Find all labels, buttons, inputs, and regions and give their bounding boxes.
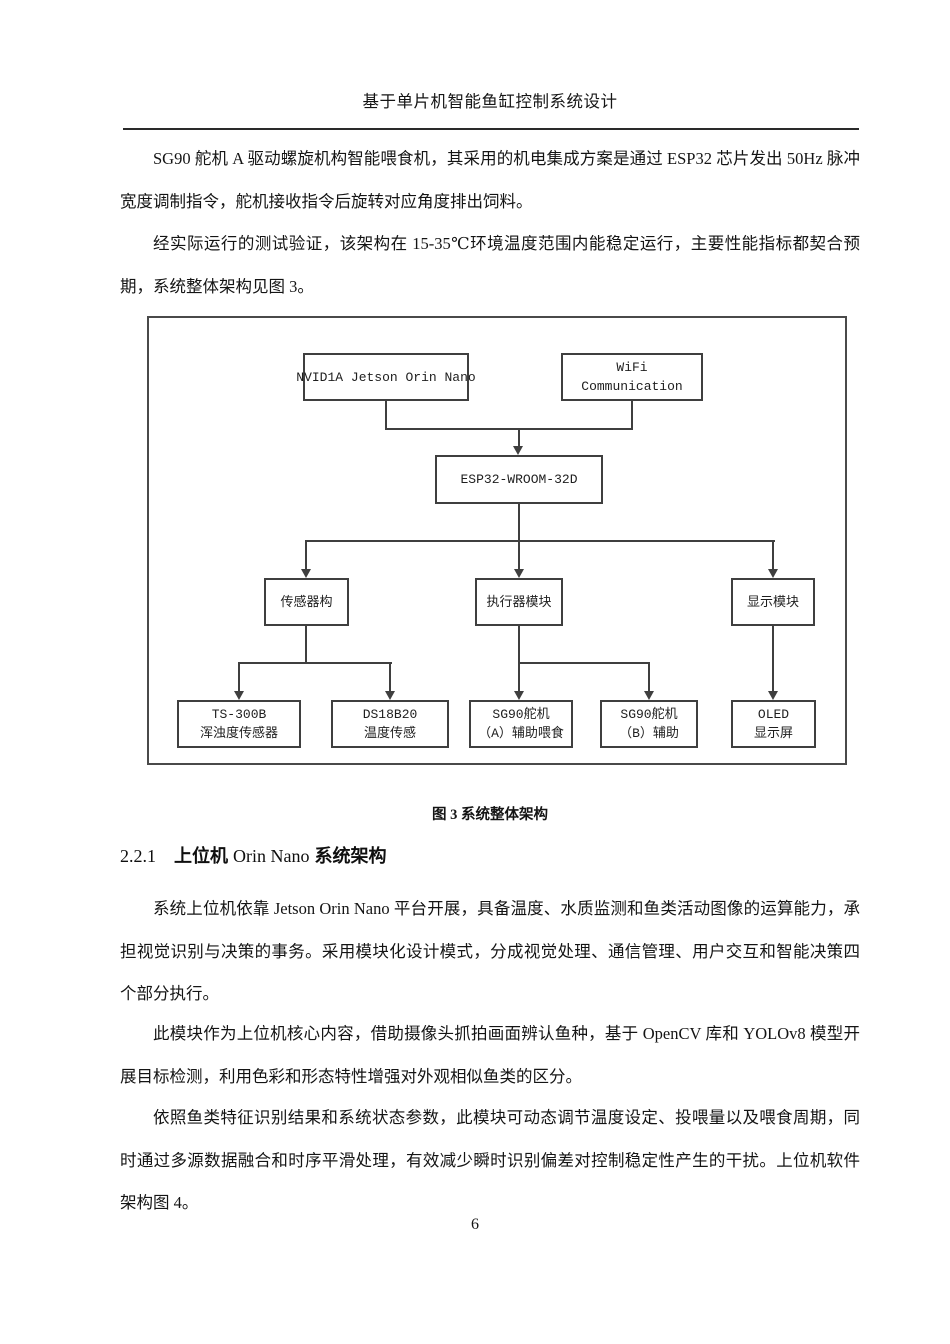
node-sg90b-label-line2: （B）辅助 [619, 726, 679, 741]
page-number: 6 [471, 1216, 479, 1233]
section-number: 2.2.1 [120, 846, 156, 866]
connector-module-branch [305, 540, 775, 542]
connector-actuator-down [518, 626, 520, 664]
connector-top-join [385, 428, 633, 430]
node-ts300b-label-line2: 浑浊度传感器 [199, 726, 278, 741]
connector-nvidia-down [385, 401, 387, 429]
node-sensor-group-label: 传感器构 [280, 594, 333, 610]
arrowhead-ts300b [234, 691, 244, 700]
figure-3-caption: 图 3 系统整体架构 [432, 807, 548, 823]
node-ts300b-turbidity-sensor: TS-300B 浑浊度传感器 [177, 700, 301, 748]
node-actuator-module-label: 执行器模块 [486, 594, 552, 610]
connector-to-actuator-module [518, 540, 520, 570]
connector-to-oled [772, 626, 774, 692]
node-actuator-module: 执行器模块 [475, 578, 563, 626]
connector-to-sensor-group [305, 540, 307, 570]
arrowhead-sg90a [514, 691, 524, 700]
node-wifi-communication: WiFi Communication [561, 353, 703, 401]
figure-3-diagram: NVID1A Jetson Orin Nano WiFi Communicati… [147, 316, 847, 765]
node-oled-display: OLED 显示屏 [731, 700, 816, 748]
node-sg90-servo-a: SG90舵机 （A）辅助喂食 [469, 700, 573, 748]
arrowhead-sensor-group [301, 569, 311, 578]
node-display-module-label: 显示模块 [746, 594, 799, 610]
connector-to-ts300b [238, 662, 240, 692]
connector-sensor-branch [238, 662, 392, 664]
arrowhead-display-module [768, 569, 778, 578]
section-title-cn-1: 上位机 [174, 846, 228, 866]
node-esp32-wroom-32d: ESP32-WROOM-32D [435, 455, 603, 504]
connector-to-sg90b [648, 662, 650, 692]
node-oled-label-line1: OLED [757, 707, 790, 722]
arrowhead-esp32 [513, 446, 523, 455]
node-ds18b20-label-line2: 温度传感 [363, 726, 416, 741]
connector-esp32-down [518, 504, 520, 542]
connector-into-esp32 [518, 428, 520, 447]
paragraph-2: 经实际运行的测试验证，该架构在 15-35℃环境温度范围内能稳定运行，主要性能指… [120, 234, 860, 296]
node-sg90a-label-line2: （A）辅助喂食 [478, 726, 564, 741]
node-nvidia-jetson-orin-nano: NVID1A Jetson Orin Nano [296, 353, 476, 401]
node-oled-label-line2: 显示屏 [753, 726, 793, 741]
node-esp32-label: ESP32-WROOM-32D [460, 472, 578, 487]
section-title-en: Orin Nano [233, 846, 310, 866]
node-nvidia-label: NVID1A Jetson Orin Nano [296, 369, 476, 385]
node-sg90a-label-line1: SG90舵机 [492, 707, 550, 722]
node-sensor-group: 传感器构 [264, 578, 349, 626]
header-divider [123, 128, 859, 130]
arrowhead-sg90b [644, 691, 654, 700]
connector-to-ds18b20 [389, 662, 391, 692]
connector-to-sg90a [518, 662, 520, 692]
section-title-cn-2: 系统架构 [314, 846, 387, 866]
paragraph-1: SG90 舵机 A 驱动螺旋机构智能喂食机，其采用的机电集成方案是通过 ESP3… [120, 149, 860, 211]
node-ds18b20-label-line1: DS18B20 [362, 707, 418, 722]
node-wifi-label-line1: WiFi [616, 360, 648, 375]
node-display-module: 显示模块 [731, 578, 815, 626]
connector-to-display-module [772, 540, 774, 570]
arrowhead-actuator-module [514, 569, 524, 578]
node-ts300b-label-line1: TS-300B [211, 707, 267, 722]
page-header-title: 基于单片机智能鱼缸控制系统设计 [362, 92, 618, 111]
node-wifi-label-line2: Communication [581, 379, 683, 394]
node-sg90b-label-line1: SG90舵机 [620, 707, 678, 722]
arrowhead-oled [768, 691, 778, 700]
paragraph-3: 系统上位机依靠 Jetson Orin Nano 平台开展，具备温度、水质监测和… [120, 899, 860, 1003]
connector-wifi-down [631, 401, 633, 429]
node-ds18b20-temperature-sensor: DS18B20 温度传感 [331, 700, 449, 748]
node-sg90-servo-b: SG90舵机 （B）辅助 [600, 700, 698, 748]
arrowhead-ds18b20 [385, 691, 395, 700]
paragraph-4: 此模块作为上位机核心内容，借助摄像头抓拍画面辨认鱼种，基于 OpenCV 库和 … [120, 1024, 860, 1086]
connector-actuator-branch [518, 662, 650, 664]
connector-sensor-down [305, 626, 307, 664]
paragraph-5: 依照鱼类特征识别结果和系统状态参数，此模块可动态调节温度设定、投喂量以及喂食周期… [120, 1108, 860, 1212]
